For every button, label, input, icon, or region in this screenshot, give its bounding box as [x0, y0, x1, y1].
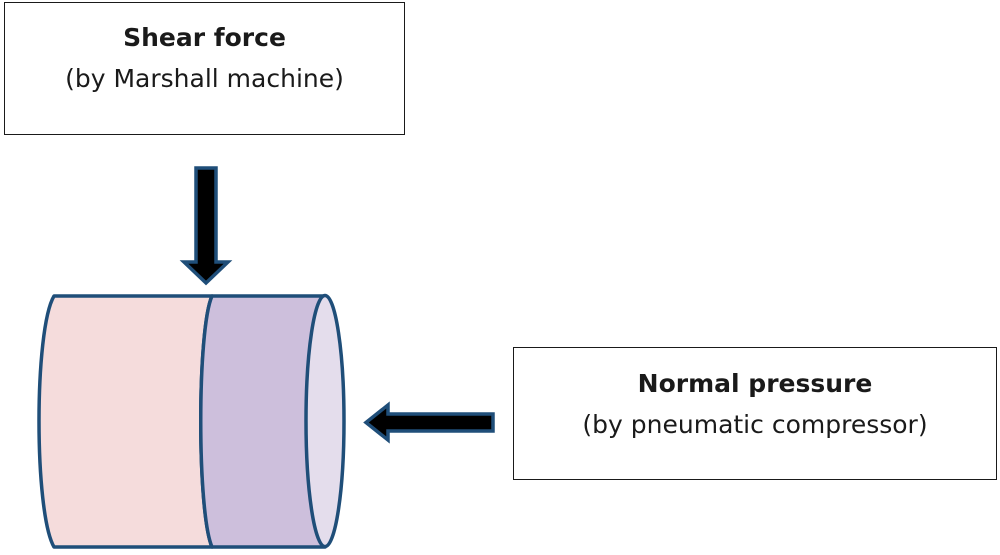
normal-pressure-subtitle: (by pneumatic compressor) — [582, 410, 928, 439]
shear-force-box: Shear force (by Marshall machine) — [4, 2, 405, 135]
cylinder-right-section — [199, 294, 327, 549]
cylinder-end-face — [304, 293, 346, 549]
pressure-arrow-shape — [363, 401, 495, 444]
normal-pressure-title: Normal pressure — [637, 369, 873, 398]
normal-pressure-box: Normal pressure (by pneumatic compressor… — [513, 347, 997, 480]
shear-force-subtitle: (by Marshall machine) — [65, 64, 344, 93]
cylinder-specimen — [37, 293, 346, 549]
arrow-down-icon — [179, 166, 233, 286]
shear-arrow-shape — [179, 166, 233, 286]
arrow-left-icon — [363, 401, 495, 444]
shear-force-title: Shear force — [123, 23, 286, 52]
cylinder-left-section — [37, 294, 214, 549]
